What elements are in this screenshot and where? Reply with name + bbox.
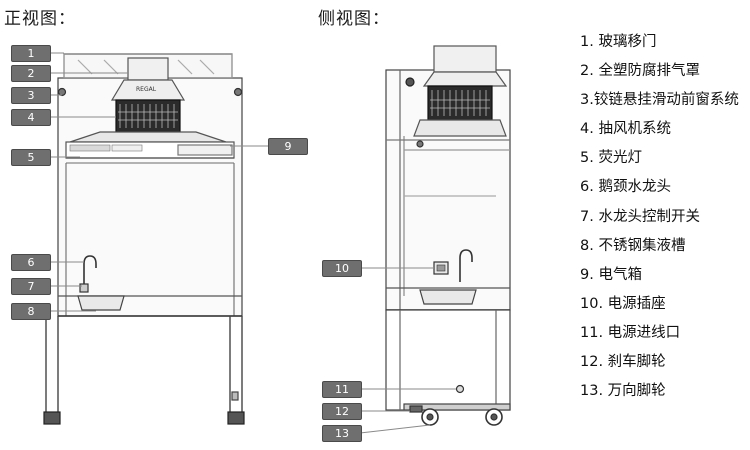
- legend-item-number: 1.: [580, 34, 594, 50]
- callout-badge-13: 13: [322, 425, 362, 442]
- front-view-title: 正视图：: [4, 9, 76, 29]
- side-view-drawing: [385, 45, 511, 426]
- side-leader-lines: [359, 267, 456, 434]
- legend-item-label: 刹车脚轮: [607, 354, 666, 371]
- legend-item-number: 11.: [580, 324, 604, 341]
- legend-item: 10. 电源插座: [580, 290, 750, 319]
- legend-item: 9. 电气箱: [580, 261, 750, 290]
- callout-badge-11: 11: [322, 381, 362, 398]
- parts-legend: 1. 玻璃移门 2. 全塑防腐排气罩 3.铰链悬挂滑动前窗系统 4. 抽风机系统…: [580, 28, 750, 406]
- legend-item-label: 水龙头控制开关: [598, 208, 700, 225]
- callout-badge-10: 10: [322, 260, 362, 277]
- brand-logo-text: REGAL: [136, 86, 157, 93]
- legend-item-number: 10.: [580, 295, 604, 312]
- side-gooseneck-faucet: [459, 249, 473, 282]
- legend-item-number: 8.: [580, 237, 594, 254]
- legend-item: 7. 水龙头控制开关: [580, 203, 750, 232]
- legend-item-label: 电源插座: [607, 295, 666, 312]
- callout-badge-7: 7: [11, 278, 51, 295]
- legend-item-number: 6.: [580, 179, 594, 196]
- side-sink: [419, 289, 477, 305]
- callout-badge-2: 2: [11, 65, 51, 82]
- legend-item-number: 4.: [580, 121, 594, 138]
- legend-item: 8. 不锈钢集液槽: [580, 232, 750, 261]
- legend-item-label: 荧光灯: [598, 150, 642, 167]
- legend-item: 6. 鹅颈水龙头: [580, 173, 750, 202]
- legend-item-number: 12.: [580, 354, 604, 371]
- legend-item: 12. 刹车脚轮: [580, 348, 750, 377]
- legend-item-label: 抽风机系统: [598, 121, 671, 138]
- faucet-switch: [79, 283, 89, 293]
- exhaust-fan-unit: [115, 99, 181, 133]
- callout-badge-12: 12: [322, 403, 362, 420]
- legend-item: 1. 玻璃移门: [580, 28, 750, 57]
- legend-item: 13. 万向脚轮: [580, 377, 750, 406]
- legend-item-label: 铰链悬挂滑动前窗系统: [593, 92, 739, 109]
- legend-item-label: 鹅颈水龙头: [598, 179, 671, 196]
- legend-item: 2. 全塑防腐排气罩: [580, 57, 750, 86]
- legend-item-label: 不锈钢集液槽: [598, 237, 686, 254]
- legend-item: 5. 荧光灯: [580, 144, 750, 173]
- callout-badge-4: 4: [11, 109, 51, 126]
- callout-badge-6: 6: [11, 254, 51, 271]
- legend-item: 4. 抽风机系统: [580, 115, 750, 144]
- gooseneck-faucet: [83, 255, 97, 290]
- callout-badge-8: 8: [11, 303, 51, 320]
- legend-item-label: 玻璃移门: [598, 34, 657, 50]
- legend-item-number: 9.: [580, 266, 594, 283]
- callout-badge-3: 3: [11, 87, 51, 104]
- legend-item-label: 电源进线口: [607, 324, 681, 341]
- electrical-box: [177, 144, 233, 156]
- front-leader-lines: [50, 52, 268, 312]
- legend-item-label: 全塑防腐排气罩: [598, 63, 700, 80]
- callout-badge-9: 9: [268, 138, 308, 155]
- stainless-sink: [77, 295, 125, 311]
- legend-item: 11. 电源进线口: [580, 319, 750, 348]
- legend-item-number: 7.: [580, 208, 594, 225]
- legend-item-label: 万向脚轮: [607, 383, 666, 400]
- legend-item-number: 2.: [580, 63, 594, 80]
- callout-badge-1: 1: [11, 45, 51, 62]
- legend-item-number: 5.: [580, 150, 594, 167]
- legend-item-label: 电气箱: [598, 266, 642, 283]
- power-inlet: [455, 384, 465, 394]
- side-view-title: 侧视图：: [318, 9, 390, 29]
- callout-badge-5: 5: [11, 149, 51, 166]
- legend-item-number: 13.: [580, 383, 604, 400]
- legend-item: 3.铰链悬挂滑动前窗系统: [580, 86, 750, 115]
- legend-item-number: 3.: [580, 92, 594, 109]
- front-view-drawing: REGAL: [43, 53, 245, 425]
